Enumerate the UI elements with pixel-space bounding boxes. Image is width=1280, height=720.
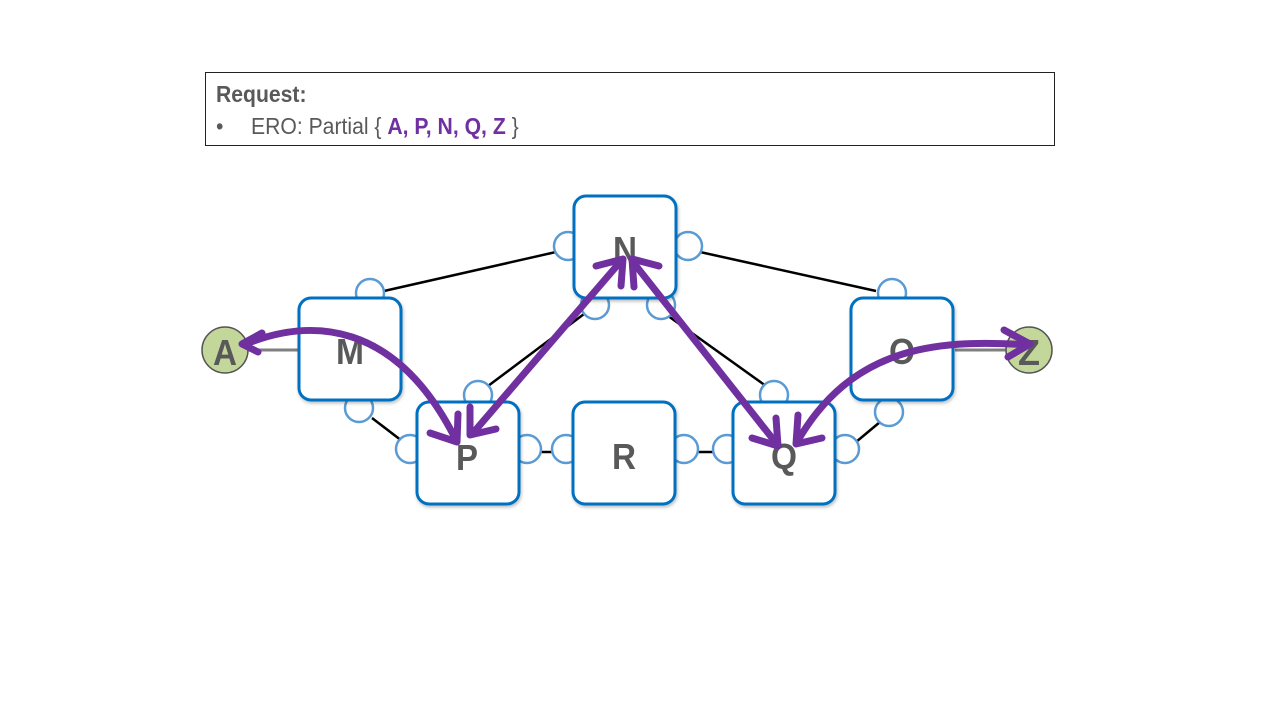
path-curve xyxy=(629,258,780,447)
path-curve xyxy=(793,339,1032,446)
path-curve xyxy=(469,257,625,437)
link-n-o xyxy=(699,250,877,293)
router-box xyxy=(572,194,678,300)
ero-hops: A, P, N, Q, Z xyxy=(387,113,506,139)
arrowhead-icon xyxy=(426,410,462,446)
router-box xyxy=(571,400,677,506)
arrowhead-icon xyxy=(792,411,826,448)
node-n: N xyxy=(572,194,678,300)
ero-path xyxy=(238,255,1034,450)
router-box xyxy=(297,296,403,402)
port-icon xyxy=(672,230,704,262)
router-box xyxy=(849,296,955,402)
ero-suffix: } xyxy=(511,113,519,139)
arrowhead-icon xyxy=(1000,326,1034,361)
path-curve xyxy=(242,327,459,442)
arrowhead-icon xyxy=(628,255,663,291)
node-q: Q xyxy=(731,400,837,506)
path-arrow-a-p xyxy=(238,327,462,446)
port-icon xyxy=(873,396,905,428)
node-label: P xyxy=(456,437,478,478)
request-box: Request: • ERO: Partial { A, P, N, Q, Z } xyxy=(205,72,1055,146)
ero-prefix: ERO: Partial { xyxy=(250,113,382,139)
routers: M N O P R Q xyxy=(297,194,955,506)
link-m-n xyxy=(383,250,557,293)
path-arrow-n-q xyxy=(628,255,782,450)
node-m: M xyxy=(297,296,403,402)
path-arrow-q-z xyxy=(792,326,1034,448)
ero-line: • ERO: Partial { A, P, N, Q, Z } xyxy=(216,113,519,140)
node-o: O xyxy=(849,296,955,402)
arrowhead-icon xyxy=(466,403,500,439)
link-n-p xyxy=(487,310,589,387)
node-label: R xyxy=(612,436,636,477)
arrowhead-icon xyxy=(748,414,782,450)
path-arrow-p-n xyxy=(466,255,627,439)
node-a: A xyxy=(201,326,249,374)
link-o-q xyxy=(855,421,881,443)
request-title: Request: xyxy=(216,81,307,107)
arrowhead-icon xyxy=(592,255,627,290)
node-label: A xyxy=(213,332,237,373)
bullet: • xyxy=(216,113,224,139)
arrowhead-icon xyxy=(238,329,266,356)
node-r: R xyxy=(571,400,677,506)
